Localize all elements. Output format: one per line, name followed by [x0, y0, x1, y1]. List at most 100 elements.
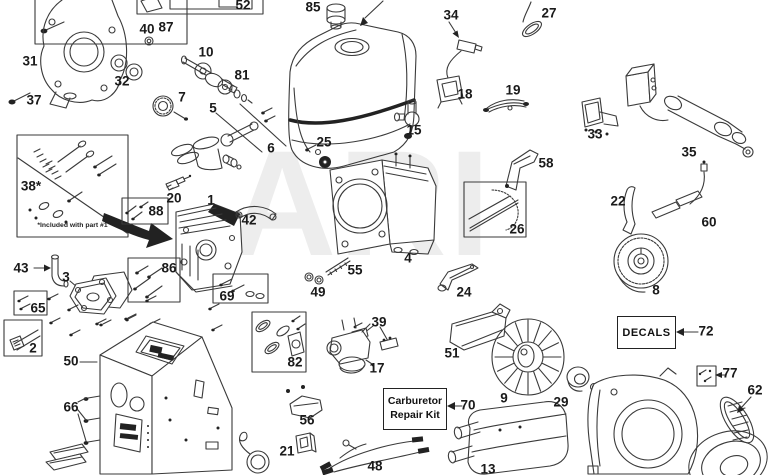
- part-callout-21[interactable]: 21: [279, 443, 295, 459]
- harness-60-drawing: [652, 160, 707, 219]
- cam-parts-25-drawing: [305, 145, 331, 168]
- part-callout-37[interactable]: 37: [26, 92, 42, 108]
- part-callout-19[interactable]: 19: [505, 82, 521, 98]
- fuel-tank-drawing: [289, 1, 416, 168]
- part-callout-48[interactable]: 48: [367, 458, 383, 474]
- nut-40-drawing: [145, 37, 153, 45]
- plug-boot-34-drawing: [447, 22, 482, 78]
- timing-gear-81-drawing: [218, 80, 252, 103]
- engine-block-4-drawing: [330, 152, 436, 255]
- recoil-starter-drawing: [681, 392, 768, 475]
- part-callout-87[interactable]: 87: [158, 19, 174, 35]
- piston-group-5-drawing: [170, 104, 286, 170]
- part-callout-25[interactable]: 25: [316, 134, 332, 150]
- nuts-49-drawing: [305, 273, 323, 284]
- part-callout-58[interactable]: 58: [538, 155, 554, 171]
- gasket-box-82-drawing: [252, 312, 306, 372]
- part-callout-5[interactable]: 5: [209, 100, 217, 116]
- valve-cover-3-drawing: [70, 272, 132, 314]
- part-callout-85[interactable]: 85: [305, 0, 321, 15]
- ignition-coil-18-drawing: [437, 76, 463, 108]
- decals-label: DECALS: [622, 326, 671, 339]
- part-callout-51[interactable]: 51: [444, 345, 460, 361]
- spring-lever-58-drawing: [506, 150, 538, 190]
- screw-box-65-drawing: [14, 291, 47, 315]
- part-callout-22[interactable]: 22: [610, 193, 626, 209]
- part-callout-70[interactable]: 70: [460, 397, 476, 413]
- carburetor-17-drawing: [327, 318, 375, 373]
- part-callout-32[interactable]: 32: [114, 73, 130, 89]
- arrow-72: [676, 328, 698, 336]
- part-callout-39[interactable]: 39: [371, 314, 387, 330]
- part-callout-24[interactable]: 24: [456, 284, 472, 300]
- hardware-box-87-drawing: [35, 0, 187, 44]
- part-callout-60[interactable]: 60: [701, 214, 717, 230]
- screw-box-69-drawing: [213, 274, 268, 303]
- part-callout-20[interactable]: 20: [166, 190, 182, 206]
- carb-repair-kit-box[interactable]: Carburetor Repair Kit: [383, 388, 447, 430]
- part-callout-86[interactable]: 86: [161, 260, 177, 276]
- carb-kit-line2: Repair Kit: [390, 409, 440, 421]
- deflector-parts-drawing: [46, 444, 88, 470]
- part-callout-77[interactable]: 77: [722, 365, 738, 381]
- muffler-13-drawing: [447, 402, 568, 475]
- part-callout-6[interactable]: 6: [267, 140, 275, 156]
- part-callout-9[interactable]: 9: [500, 390, 508, 406]
- part-callout-52[interactable]: 52: [235, 0, 251, 13]
- carb-kit-line1: Carburetor: [387, 395, 443, 408]
- part-callout-13[interactable]: 13: [480, 461, 496, 475]
- lever-27-drawing: [520, 2, 544, 39]
- bracket-24-drawing: [438, 264, 478, 291]
- part-callout-42[interactable]: 42: [241, 212, 257, 228]
- part-callout-8[interactable]: 8: [652, 282, 660, 298]
- part-callout-72[interactable]: 72: [698, 323, 714, 339]
- part-callout-49[interactable]: 49: [310, 284, 326, 300]
- starter-motor-35-drawing: [662, 94, 753, 157]
- part-callout-15[interactable]: 15: [406, 122, 422, 138]
- part-callout-69[interactable]: 69: [219, 288, 235, 304]
- part-callout-56[interactable]: 56: [299, 412, 315, 428]
- part-callout-38[interactable]: 38*: [20, 178, 42, 194]
- part-callout-26[interactable]: 26: [509, 221, 525, 237]
- part-callout-18[interactable]: 18: [457, 86, 473, 102]
- part-callout-27[interactable]: 27: [541, 5, 557, 21]
- part-callout-34[interactable]: 34: [443, 7, 459, 23]
- part-callout-50[interactable]: 50: [63, 353, 79, 369]
- heat-shield-51-drawing: [450, 304, 510, 350]
- part-callout-62[interactable]: 62: [747, 382, 763, 398]
- part-callout-66[interactable]: 66: [63, 399, 79, 415]
- part-callout-10[interactable]: 10: [198, 44, 214, 60]
- part-callout-4[interactable]: 4: [404, 250, 412, 266]
- decals-box[interactable]: DECALS: [617, 316, 676, 349]
- cylinder-head-1-drawing: [176, 204, 242, 292]
- screw-box-77-drawing: [697, 366, 716, 386]
- included-note: *Included with part #1: [37, 222, 108, 229]
- part-callout-82[interactable]: 82: [287, 354, 303, 370]
- included-arrow: [102, 213, 173, 248]
- part-callout-65[interactable]: 65: [30, 300, 46, 316]
- part-callout-33[interactable]: 33: [587, 126, 603, 142]
- part-callout-43[interactable]: 43: [13, 260, 29, 276]
- part-callout-35[interactable]: 35: [681, 144, 697, 160]
- part-callout-55[interactable]: 55: [347, 262, 363, 278]
- part-callout-1[interactable]: 1: [207, 192, 215, 208]
- part-callout-88[interactable]: 88: [148, 203, 164, 219]
- starter-solenoid-drawing: [626, 64, 668, 120]
- wire-set-48-drawing: [319, 436, 430, 475]
- part-callout-7[interactable]: 7: [178, 89, 186, 105]
- flywheel-8-drawing: [614, 234, 668, 292]
- part-callout-40[interactable]: 40: [139, 21, 155, 37]
- linkage-box-26-drawing: [464, 182, 526, 237]
- pipe-43-drawing: [34, 255, 68, 287]
- arrow-77: [715, 372, 726, 378]
- bracket-22-drawing: [623, 187, 635, 234]
- part-callout-29[interactable]: 29: [553, 394, 569, 410]
- part-callout-2[interactable]: 2: [29, 340, 37, 356]
- wire-set-19-drawing: [483, 100, 529, 112]
- part-callout-31[interactable]: 31: [22, 53, 38, 69]
- part-callout-81[interactable]: 81: [234, 67, 250, 83]
- part-callout-17[interactable]: 17: [369, 360, 385, 376]
- part-callout-3[interactable]: 3: [62, 269, 70, 285]
- fuel-valve-15-drawing: [395, 100, 420, 139]
